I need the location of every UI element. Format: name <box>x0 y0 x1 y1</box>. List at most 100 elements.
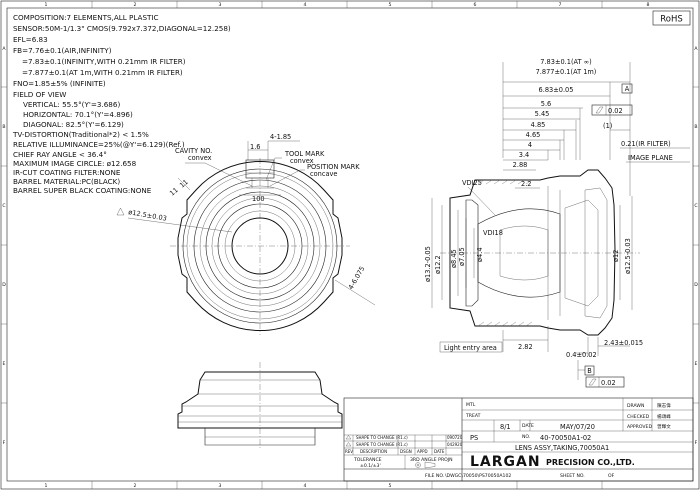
border-num: 4 <box>304 2 307 8</box>
dim-4-1-85: 4-1.85 <box>270 133 291 141</box>
ir-filter-label: 0.21(IR FILTER) <box>621 140 671 148</box>
date-label: DATE <box>522 423 534 429</box>
side-view: 7.83±0.1(AT ∞) 7.877±0.1(AT 1m) 6.83±0.0… <box>424 58 690 388</box>
cavity-label: CAVITY NO. <box>175 147 212 155</box>
flatness-b-box <box>585 376 625 388</box>
side-dim: 6.83±0.05 <box>539 86 574 94</box>
sheet-of-label: OF <box>608 473 615 479</box>
border-letter: D <box>2 282 6 288</box>
side-dim: 7.83±0.1(AT ∞) <box>540 58 591 66</box>
dim-1-6: 1.6 <box>250 143 261 151</box>
rev-code: 042920 <box>447 442 463 447</box>
rev-header: REV <box>345 449 353 454</box>
checked-name: 楊頌峰 <box>657 413 671 420</box>
spec-line: DIAGONAL: 82.5°(Y'=6.129) <box>23 120 124 129</box>
tolerance-value: ±0.1/±3' <box>360 463 381 469</box>
spec-line: BARREL MATERIAL:PC(BLACK) <box>13 177 120 186</box>
rev-header: DATE <box>434 449 445 454</box>
file-no-label: FILE NO. <box>425 473 444 479</box>
border-num: 5 <box>389 2 392 8</box>
spec-line: VERTICAL: 55.5°(Y'=3.686) <box>23 100 120 109</box>
rohs-label: RoHS <box>660 15 683 25</box>
spec-line: TV-DISTORTION(Traditional*2) < 1.5% <box>12 130 149 139</box>
rev-triangle-icon <box>345 435 352 440</box>
rev-header: DSGN <box>400 449 412 454</box>
border-letter: C <box>694 203 697 209</box>
dim-0-4: 0.4±0.02 <box>566 351 597 359</box>
projection-label: 3RD ANGLE PROJN <box>410 457 453 463</box>
side-dim: 5.45 <box>535 110 550 118</box>
rev-code: 090720 <box>447 435 463 440</box>
rev-desc: SHAPE TO CHANGE (R1.c) <box>356 435 408 440</box>
light-entry-label: Light entry area <box>444 344 497 352</box>
tool-mark-sub: convex <box>290 157 314 165</box>
spec-line: FIELD OF VIEW <box>13 90 66 99</box>
border-num: 4 <box>304 483 307 489</box>
dim-2-2: 2.2 <box>521 180 532 188</box>
datum-a-label: A <box>625 85 630 93</box>
side-dim: 3.4 <box>519 151 530 159</box>
border-num: 1 <box>45 2 48 8</box>
border-right-letters: A B C D E F <box>694 46 698 446</box>
front-dim-4-6075: 4-6.075 <box>347 265 367 291</box>
datum-b-box <box>584 365 595 376</box>
border-letter: B <box>694 124 697 130</box>
date-value: MAY/07/20 <box>560 423 595 431</box>
bottom-view <box>177 362 343 450</box>
treat-label: TREAT <box>465 413 481 419</box>
side-v-dims: ø13.2-0.05 ø12.2 ø8.45 ø7.05 ø4.4 ø12 ø1… <box>424 238 632 282</box>
spec-line: BARREL SUPER BLACK COATING:NONE <box>13 186 152 195</box>
border-letter: F <box>695 440 698 446</box>
title-block: MTL TREAT DATE NO. DRAWN CHECKED APPROVE… <box>343 397 694 482</box>
spec-line: =7.877±0.1(AT 1m,WITH 0.21mm IR FILTER) <box>22 68 183 77</box>
spec-line: SENSOR:50M-1/1.3" CMOS(9.792x7.372,DIAGO… <box>13 24 231 33</box>
scale-value: 8/1 <box>500 423 511 431</box>
flatness-a-value: 0.02 <box>608 107 623 115</box>
drawing-number: 40-70050A1-02 <box>540 434 591 442</box>
dim-100: 100 <box>252 195 265 203</box>
border-num: 5 <box>389 483 392 489</box>
spec-line: COMPOSITION:7 ELEMENTS,ALL PLASTIC <box>13 13 159 22</box>
image-plane-label: IMAGE PLANE <box>628 154 673 162</box>
front-outline <box>177 161 343 331</box>
rev-desc: SHAPE TO CHANGE (R1.c) <box>356 442 408 447</box>
border-bottom-numbers: 1 2 3 4 5 <box>45 483 392 489</box>
side-dim: 2.88 <box>513 161 528 169</box>
vdi18-label: VDI18 <box>483 229 503 237</box>
mtl-label: MTL <box>466 402 476 408</box>
side-vdim: ø8.45 <box>450 249 458 268</box>
datum-a-box <box>621 83 633 94</box>
spec-line: RELATIVE ILLUMINANCE=25%(@Y'=6.129)(Ref.… <box>13 140 185 149</box>
side-vdim: ø7.05 <box>458 247 466 266</box>
flatness-a-box <box>591 104 633 116</box>
side-vdim: ø4.4 <box>476 247 484 262</box>
side-vdim: ø12.2 <box>434 255 442 274</box>
barrel-section <box>449 169 616 336</box>
spec-line: CHIEF RAY ANGLE < 36.4° <box>13 150 107 159</box>
tolerance-label: TOLERANCE <box>353 457 382 463</box>
border-letter: D <box>694 282 698 288</box>
front-view: 11 11 CAVITY NO. convex 1.6 4-1.85 TOOL … <box>116 133 376 335</box>
border-num: 3 <box>219 483 222 489</box>
drawing-title: LENS ASSY,TAKING,70050A1 <box>515 444 609 452</box>
approved-name: 曾輝文 <box>657 423 671 430</box>
side-dim: 5.6 <box>541 100 552 108</box>
border-num: 1 <box>45 483 48 489</box>
paren-1: (1) <box>603 122 612 130</box>
border-num: 2 <box>134 2 137 8</box>
light-entry-box <box>439 341 503 353</box>
file-no-value: \DWGC\70050\PS70050A102 <box>445 473 511 479</box>
flatness-triangle-icon <box>116 207 125 216</box>
rev-header: DESCRIPTION <box>360 449 387 454</box>
rev-triangle-icon <box>345 442 352 447</box>
drawn-label: DRAWN <box>627 403 644 409</box>
spec-line: FB=7.76±0.1(AIR,INFINITY) <box>13 46 112 55</box>
border-num: 6 <box>474 2 477 8</box>
company-full: PRECISION CO.,LTD. <box>546 458 635 467</box>
border-num: 7 <box>559 2 562 8</box>
border-left-letters: A B C D E F <box>2 46 6 446</box>
rohs-badge <box>652 10 691 26</box>
